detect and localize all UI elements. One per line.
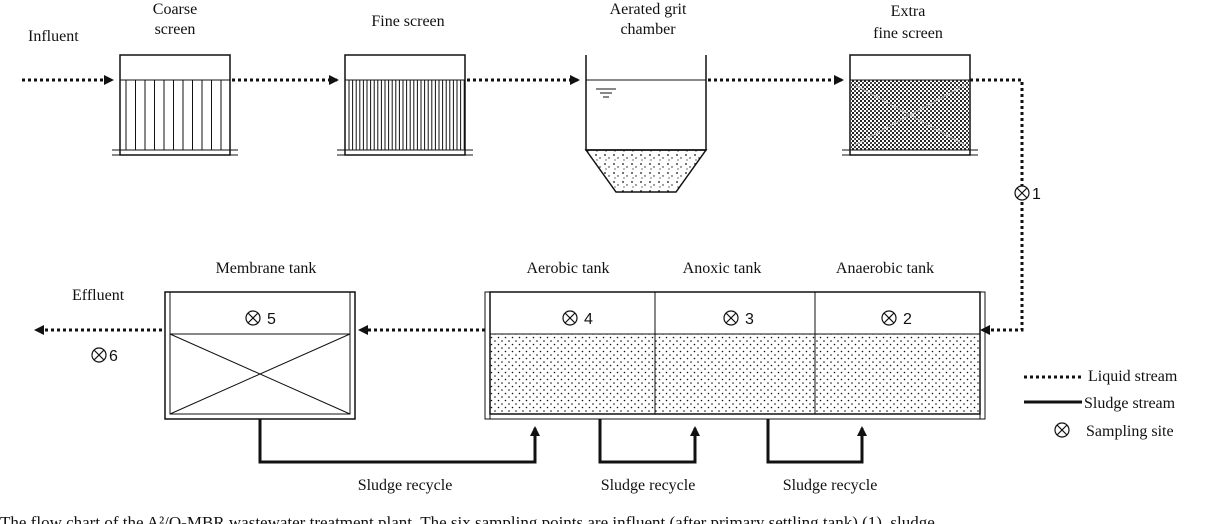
sludge-recycle-membrane-to-aerobic [258,419,540,464]
influent-label: Influent [28,28,79,45]
sampling-site-2 [881,310,897,326]
sludge-recycle-aerobic-to-anoxic [598,419,700,464]
sampling-site-5 [245,310,261,326]
legend-sludge-label: Sludge stream [1084,395,1176,412]
sampling-site-6-number: 6 [109,348,118,365]
coarse-screen [112,54,238,156]
sampling-site-1-number: 1 [1032,186,1041,203]
aerated-grit-chamber [584,55,708,193]
grit-chamber-label-line1: Aerated grit [610,1,687,18]
sampling-site-3-number: 3 [745,311,754,328]
coarse-screen-label-line2: screen [155,21,196,38]
membrane-tank [164,291,356,420]
effluent-label: Effluent [72,287,125,304]
a2o-basin [484,291,986,420]
sludge-recycle-label-3: Sludge recycle [783,477,878,494]
legend-sampling-icon [1054,422,1070,438]
anaerobic-tank-label: Anaerobic tank [836,260,934,277]
fine-screen-label: Fine screen [371,13,444,30]
legend-sampling-label: Sampling site [1086,423,1174,440]
figure-caption: The flow chart of the A²/O-MBR wastewate… [0,513,935,524]
sampling-site-4-number: 4 [584,311,593,328]
legend: Liquid stream Sludge stream Sampling sit… [1024,368,1178,440]
fine-screen [337,54,473,156]
extra-fine-screen-label-line2: fine screen [873,25,943,42]
sludge-recycle-label-1: Sludge recycle [358,477,453,494]
liquid-flow-extra-to-anaerobic [970,78,1024,335]
sampling-site-4 [562,310,578,326]
grit-chamber-label-line2: chamber [620,21,676,38]
extra-fine-screen [842,54,978,156]
sludge-recycle-anoxic-to-anaerobic [766,419,867,464]
sampling-site-5-number: 5 [267,311,276,328]
sampling-site-2-number: 2 [903,311,912,328]
sampling-site-1 [1014,185,1030,201]
membrane-tank-label: Membrane tank [216,260,317,277]
anoxic-tank-label: Anoxic tank [683,260,762,277]
sludge-recycle-label-2: Sludge recycle [601,477,696,494]
legend-liquid-label: Liquid stream [1088,368,1178,385]
coarse-screen-label-line1: Coarse [153,1,197,18]
extra-fine-screen-label-line1: Extra [891,3,926,20]
sampling-site-6 [91,347,107,363]
aerobic-tank-label: Aerobic tank [526,260,609,277]
sampling-site-3 [723,310,739,326]
